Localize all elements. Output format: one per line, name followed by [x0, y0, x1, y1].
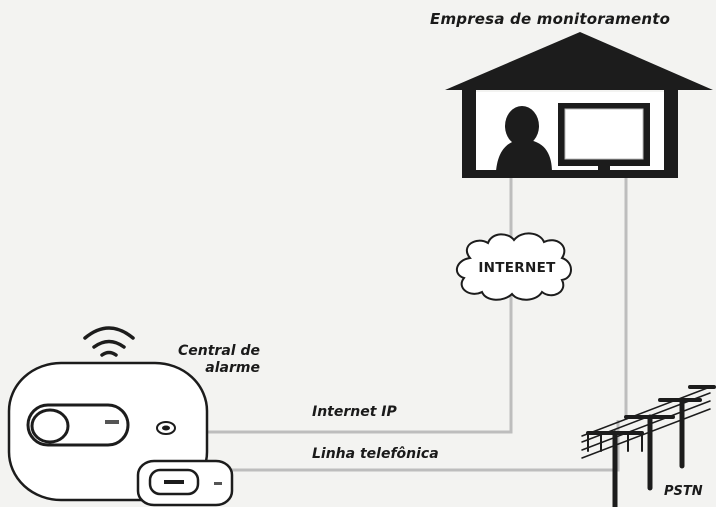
central-label-line-1: Central de: [178, 343, 260, 359]
building-left-wall: [462, 90, 476, 176]
utility-pole-icon: [581, 385, 716, 507]
cables: [205, 175, 628, 472]
monitor-icon: [558, 103, 650, 172]
keypad-icon: [136, 459, 234, 507]
monitor-stand: [598, 166, 610, 172]
company-label: Empresa de monitoramento: [430, 10, 671, 28]
phone-line-label: Linha telefônica: [312, 446, 439, 462]
cloud-icon: [455, 232, 572, 301]
operator-icon: [496, 106, 552, 172]
internet-cloud-label: INTERNET: [478, 260, 556, 276]
building-roof: [445, 32, 713, 90]
monitor-screen: [564, 108, 644, 160]
central-label-line-2: alarme: [205, 360, 260, 376]
panel-button: [30, 408, 70, 444]
building-right-wall: [664, 90, 678, 176]
central-label: Central de alarme: [178, 343, 260, 377]
phone-cable: [232, 420, 620, 472]
pstn-label: PSTN: [664, 484, 703, 499]
internet-ip-label: Internet IP: [312, 404, 397, 420]
wifi-icon: [83, 326, 135, 357]
building-floor: [462, 170, 678, 178]
panel-logo: [105, 420, 119, 424]
internet-ip-cable: [205, 292, 513, 434]
